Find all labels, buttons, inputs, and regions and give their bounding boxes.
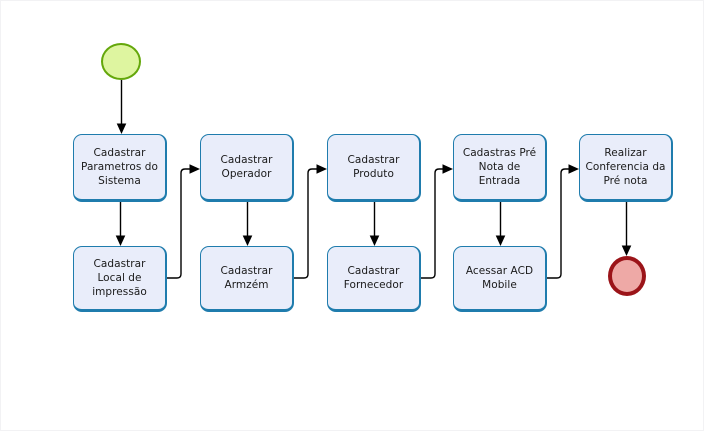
task-cadastrar-produto[interactable]: Cadastrar Produto [327, 134, 421, 202]
task-cadastrar-armzem[interactable]: Cadastrar Armzém [200, 246, 294, 312]
task-label: Cadastrar Parametros do Sistema [81, 147, 158, 187]
edge-task3-to-task4 [242, 202, 253, 246]
task-cadastras-pre-nota-de-entrada[interactable]: Cadastras Pré Nota de Entrada [453, 134, 547, 202]
task-cadastrar-parametros-do-sistema[interactable]: Cadastrar Parametros do Sistema [73, 134, 167, 202]
task-realizar-conferencia-da-pre-nota[interactable]: Realizar Conferencia da Pré nota [579, 134, 673, 202]
task-label: Cadastrar Local de impressão [92, 258, 147, 298]
task-label: Cadastrar Produto [347, 154, 400, 180]
edge-task8-to-task9 [547, 164, 579, 279]
task-label: Cadastras Pré Nota de Entrada [462, 147, 537, 187]
task-label: Cadastrar Operador [220, 154, 273, 180]
task-label: Realizar Conferencia da Pré nota [585, 147, 666, 187]
edge-task2-to-task3 [167, 164, 200, 279]
edge-start-to-task1 [116, 80, 127, 134]
task-label: Cadastrar Armzém [220, 265, 273, 291]
task-cadastrar-operador[interactable]: Cadastrar Operador [200, 134, 294, 202]
task-acessar-acd-mobile[interactable]: Acessar ACD Mobile [453, 246, 547, 312]
edge-task9-to-end [621, 202, 632, 256]
edge-task4-to-task5 [294, 164, 327, 279]
end-event[interactable] [608, 256, 646, 296]
task-label: Acessar ACD Mobile [465, 265, 534, 291]
start-event[interactable] [101, 43, 141, 80]
edge-task7-to-task8 [495, 202, 506, 246]
edge-task5-to-task6 [369, 202, 380, 246]
edge-task6-to-task7 [421, 164, 453, 279]
task-label: Cadastrar Fornecedor [343, 265, 404, 291]
task-cadastrar-fornecedor[interactable]: Cadastrar Fornecedor [327, 246, 421, 312]
task-cadastrar-local-de-impressao[interactable]: Cadastrar Local de impressão [73, 246, 167, 312]
edge-task1-to-task2 [115, 202, 126, 246]
